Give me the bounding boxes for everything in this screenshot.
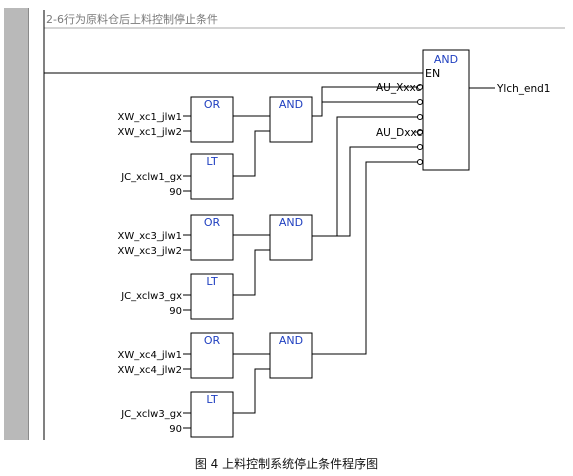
group-2: OR XW_xc3_jlw1 XW_xc3_jlw2 LT JC_xclw3_g… xyxy=(118,116,418,320)
or-block-2-title: OR xyxy=(204,216,221,229)
or-block-3-title: OR xyxy=(204,334,221,347)
final-output-label: Ylch_end1 xyxy=(496,83,550,95)
lt3-input-2-label: 90 xyxy=(169,424,182,435)
left-power-rail xyxy=(4,8,29,440)
lt-block-1[interactable]: LT xyxy=(190,153,234,200)
group-1: OR XW_xc1_jlw1 XW_xc1_jlw2 LT JC_xclw1_g… xyxy=(118,86,418,200)
and-block-1-title: AND xyxy=(279,98,303,111)
and-block-3[interactable]: AND xyxy=(269,332,313,379)
final-input-label-au-xxxc: AU_Xxxc xyxy=(376,82,422,94)
and-block-1[interactable]: AND xyxy=(269,96,313,143)
lt2-input-1-label: JC_xclw3_gx xyxy=(120,291,182,302)
figure-caption: 图 4 上料控制系统停止条件程序图 xyxy=(194,457,379,471)
final-and-title: AND xyxy=(434,53,458,66)
final-input-pin-5[interactable] xyxy=(417,144,423,150)
final-and-block[interactable]: AND EN Ylch_end1 xyxy=(417,49,551,171)
lt-block-1-title: LT xyxy=(206,155,218,168)
group-3: OR XW_xc4_jlw1 XW_xc4_jlw2 LT JC_xclw3_g… xyxy=(118,161,418,438)
or1-input-1-label: XW_xc1_jlw1 xyxy=(118,112,182,123)
lt2-to-and2-wire xyxy=(233,249,270,296)
or-block-1-title: OR xyxy=(204,98,221,111)
rung-comment: 2-6行为原料仓后上料控制停止条件 xyxy=(46,13,218,26)
lt-block-3[interactable]: LT xyxy=(190,391,234,438)
and2-aux-to-final-wire xyxy=(312,146,418,237)
or2-input-1-label: XW_xc3_jlw1 xyxy=(118,231,182,242)
final-and-en-label: EN xyxy=(425,67,440,80)
and-block-3-title: AND xyxy=(279,334,303,347)
final-input-label-au-dxxc: AU_Dxxc xyxy=(376,127,422,139)
or1-input-2-label: XW_xc1_jlw2 xyxy=(118,127,182,138)
lt1-input-1-label: JC_xclw1_gx xyxy=(120,172,182,183)
final-input-pin-2[interactable] xyxy=(417,99,423,105)
or-block-1[interactable]: OR xyxy=(190,96,234,143)
or-block-2[interactable]: OR xyxy=(190,214,234,261)
and-block-2-title: AND xyxy=(279,216,303,229)
lt3-to-and3-wire xyxy=(233,368,270,414)
or2-input-2-label: XW_xc3_jlw2 xyxy=(118,246,182,257)
final-input-pin-6[interactable] xyxy=(417,159,423,165)
or3-input-1-label: XW_xc4_jlw1 xyxy=(118,350,182,361)
or-block-3[interactable]: OR xyxy=(190,332,234,379)
and-block-2[interactable]: AND xyxy=(269,214,313,261)
lt2-input-2-label: 90 xyxy=(169,306,182,317)
final-input-pin-3[interactable] xyxy=(417,114,423,120)
lt-block-3-title: LT xyxy=(206,393,218,406)
lt1-input-2-label: 90 xyxy=(169,187,182,198)
or3-input-2-label: XW_xc4_jlw2 xyxy=(118,365,182,376)
lt-block-2-title: LT xyxy=(206,275,218,288)
lt1-to-and1-wire xyxy=(233,130,270,177)
lt-block-2[interactable]: LT xyxy=(190,273,234,320)
and3-to-final-wire xyxy=(312,161,418,355)
lt3-input-1-label: JC_xclw3_gx xyxy=(120,409,182,420)
